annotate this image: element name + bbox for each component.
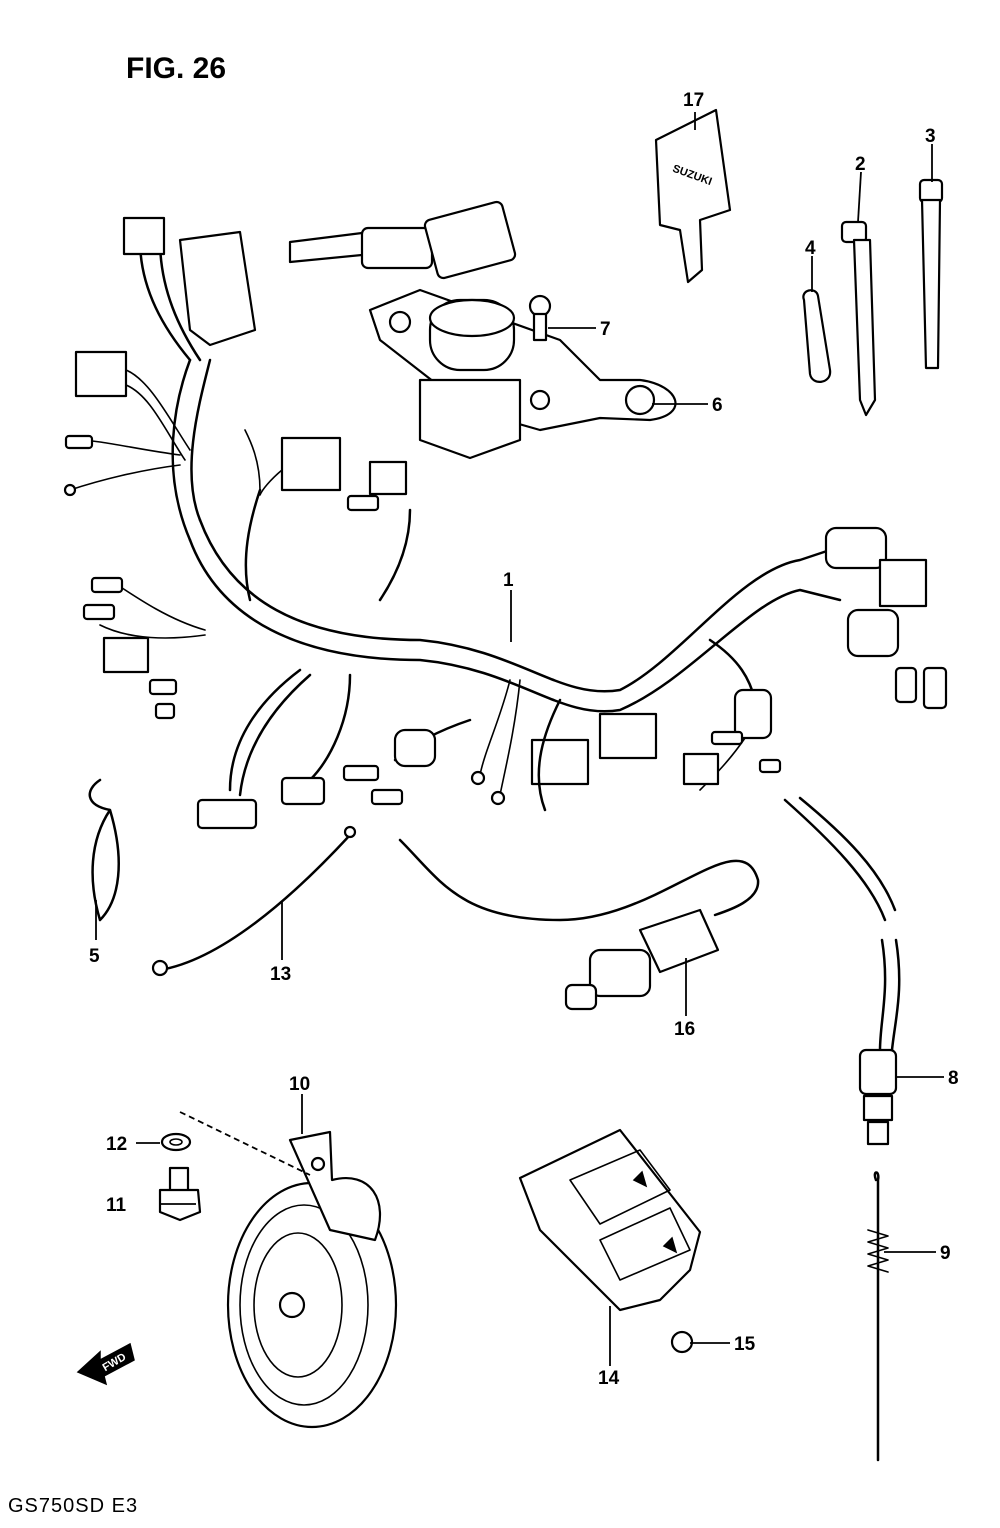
figure-title: FIG. 26 [126,52,226,85]
key-blank: SUZUKI [654,108,732,284]
harness-right-connector [878,558,928,608]
clamp-4 [802,289,832,383]
wire-clip [88,778,120,922]
harness-lower-connector-a [530,738,590,786]
harness-left-connector [74,350,128,398]
callout-15: 15 [734,1334,756,1355]
model-code: GS750SD E3 [8,1495,138,1517]
harness-clamp-2 [840,220,877,417]
neutral-switch [398,838,760,1011]
callout-16: 16 [674,1019,695,1040]
callout-5: 5 [89,946,100,967]
callout-1: 1 [503,570,514,591]
callout-10: 10 [289,1074,310,1095]
harness-right-connector-sleeve [824,526,888,570]
callout-9: 9 [940,1243,951,1264]
callout-14: 14 [598,1368,620,1389]
leader-lines [95,112,944,1366]
callout-4: 4 [805,238,816,259]
harness-left-lower-connector [102,636,150,674]
oil-pressure-switch [858,938,901,1146]
horn-washer [160,1132,192,1152]
horn-assembly-leader [179,1111,311,1176]
callout-11: 11 [106,1195,127,1216]
horn [226,1130,398,1429]
callout-8: 8 [948,1068,959,1089]
callout-17: 17 [683,90,704,111]
harness-small-connector [368,460,408,496]
regulator-screw [670,1330,694,1354]
callout-3: 3 [925,126,936,147]
ignition-screw [528,294,552,342]
callout-12: 12 [106,1134,127,1155]
regulator-rectifier [518,1128,702,1312]
callout-7: 7 [600,319,611,340]
harness-main-connector [178,230,257,347]
ignition-switch [288,200,677,460]
callout-13: 13 [270,964,291,985]
cable-tie-3 [918,178,944,370]
harness-mid-connector [280,436,342,492]
horn-bolt [158,1166,202,1222]
wiring-harness [63,216,948,922]
spring-rod [867,1171,889,1462]
forward-arrow-icon: FWD [76,1342,135,1386]
callout-6: 6 [712,395,723,416]
harness-lower-connector-b [598,712,658,760]
ground-lead [158,833,352,972]
harness-top-connector [122,216,166,256]
callout-2: 2 [855,154,866,175]
